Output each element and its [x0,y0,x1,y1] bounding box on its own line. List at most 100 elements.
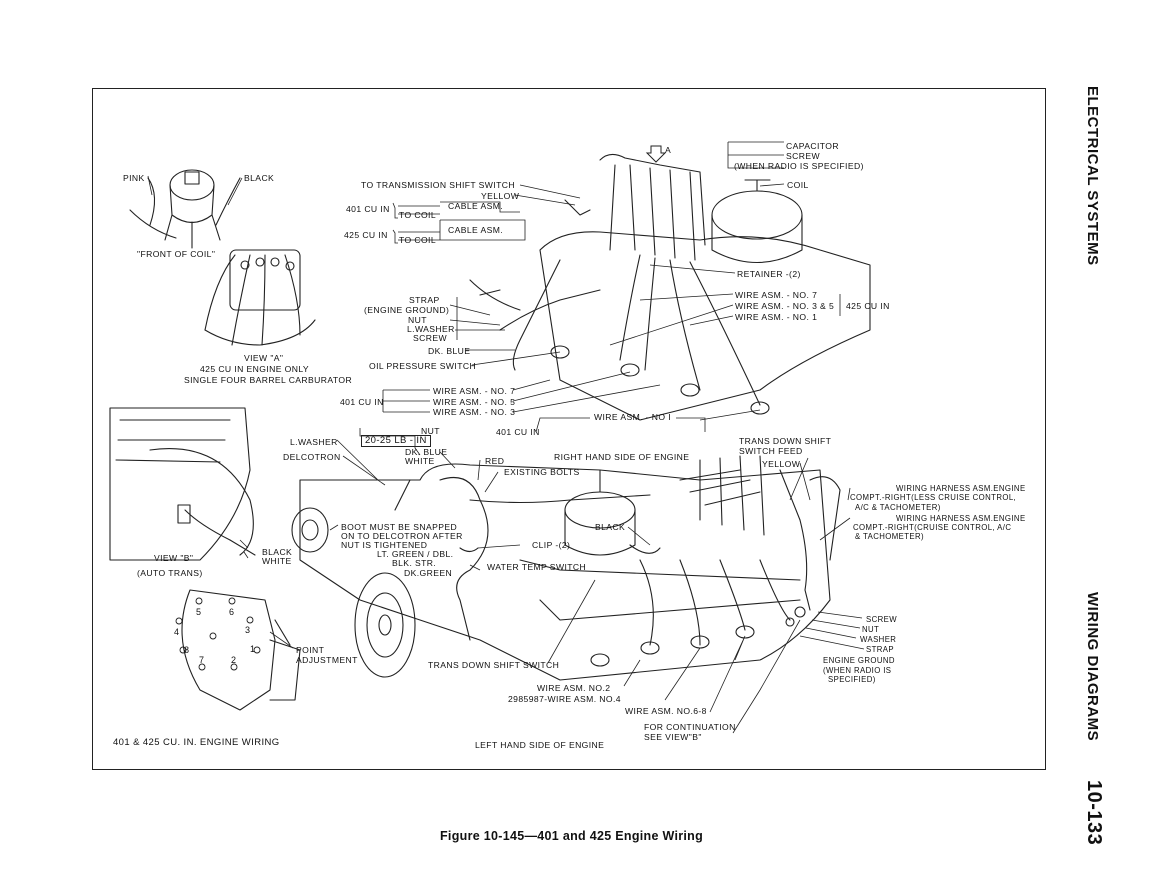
left-hand-side-label: LEFT HAND SIDE OF ENGINE [475,740,605,750]
continuation-1-label: FOR CONTINUATION [644,722,736,732]
dk-blue-2-label: DK. BLUE [405,447,448,457]
capacitor-label: CAPACITOR [786,141,839,151]
cu425-coil-label: 425 CU IN [344,230,388,240]
white-label: WHITE [405,456,435,466]
l-washer-label: L.WASHER [290,437,338,447]
strap-gnd-label: STRAP [866,645,894,654]
coil-label: COIL [787,180,809,190]
pin-7-label: 7 [199,655,205,665]
harness-2c-label: & TACHOMETER) [855,532,925,541]
wire-no7-425-label: WIRE ASM. - NO. 7 [735,290,818,300]
strap-nut-label: NUT [408,315,427,325]
torque-spec-label: 20-25 LB - IN [361,435,431,447]
strap-washer-label: L.WASHER [407,324,455,334]
wire-no1-401-label: WIRE ASM. - NO I [594,412,672,422]
pin-2-label: 2 [231,655,237,665]
strap-label: STRAP [409,295,440,305]
wire-no7-401-label: WIRE ASM. - NO. 7 [433,386,516,396]
trans-down-shift-switch-label: TRANS DOWN SHIFT SWITCH [428,660,560,670]
white-vb-label: WHITE [262,556,292,566]
trans-shift-switch-label: TO TRANSMISSION SHIFT SWITCH [361,180,515,190]
dk-green-label: DK.GREEN [404,568,453,578]
pin-3-label: 3 [245,625,251,635]
pin-1-label: 1 [250,644,256,654]
wire-no1-425-label: WIRE ASM. - NO. 1 [735,312,818,322]
front-of-coil-label: "FRONT OF COIL" [137,249,216,259]
harness-2b-label: COMPT.-RIGHT(CRUISE CONTROL, A/C [853,523,1012,532]
when-radio-label: (WHEN RADIO IS SPECIFIED) [734,161,864,171]
figure-caption: Figure 10-145—401 and 425 Engine Wiring [440,829,704,843]
nut-gnd-label: NUT [862,625,880,634]
point-adj-2-label: ADJUSTMENT [296,655,358,665]
yellow-top-label: YELLOW [481,191,520,201]
existing-bolts-label: EXISTING BOLTS [504,467,580,477]
red-label: RED [485,456,505,466]
oil-pressure-switch-label: OIL PRESSURE SWITCH [369,361,477,371]
pin-6-label: 6 [229,607,235,617]
to-coil-2-label: TO COIL [399,235,437,245]
torque-nut-label: NUT [421,426,440,436]
wire-no35-425-label: WIRE ASM. - NO. 3 & 5 [735,301,835,311]
figure-frame [92,88,1046,770]
harness-1c-label: A/C & TACHOMETER) [855,503,941,512]
carburator-label: SINGLE FOUR BARREL CARBURATOR [184,375,353,385]
point-adj-1-label: POINT [296,645,325,655]
pin-5-label: 5 [196,607,202,617]
distributor-pin-circles [175,597,261,671]
pin-8-label: 8 [184,645,190,655]
cu425-wires-label: 425 CU IN [846,301,890,311]
chapter-title: WIRING DIAGRAMS [1084,592,1101,742]
blk-str-label: BLK. STR. [392,558,437,568]
cable-asm-2-label: CABLE ASM. [448,225,504,235]
boot-1-label: BOOT MUST BE SNAPPED [341,522,458,532]
strap-screw-label: SCREW [413,333,447,343]
harness-1a-label: WIRING HARNESS ASM.ENGINE [896,484,1026,493]
page-number: 10-133 [1083,780,1105,846]
water-temp-label: WATER TEMP SWITCH [487,562,587,572]
dk-blue-1-label: DK. BLUE [428,346,471,356]
cu401-wires-label: 401 CU IN [340,397,384,407]
engine-ground-2-label: (WHEN RADIO IS [823,666,892,675]
cable-asm-1-label: CABLE ASM. [448,201,504,211]
view-a-arrow [645,145,667,163]
distributor-drawing [181,589,301,711]
main-engine-drawing [469,153,871,421]
cu401-coil-label: 401 CU IN [346,204,390,214]
boot-2-label: ON TO DELCOTRON AFTER [341,531,463,541]
engine-ground-1-label: ENGINE GROUND [823,656,895,665]
view-a-arrow-label: A [665,145,672,155]
black-vb-label: BLACK [262,547,293,557]
view-a-label: VIEW "A" [244,353,284,363]
trans-feed-2-label: SWITCH FEED [739,446,803,456]
washer-gnd-label: WASHER [860,635,897,644]
delcotron-label: DELCOTRON [283,452,341,462]
capacitor-screw-label: SCREW [786,151,820,161]
wire-no68-label: WIRE ASM. NO.6-8 [625,706,707,716]
section-title: ELECTRICAL SYSTEMS [1084,86,1101,266]
view-a-drawing [204,249,316,346]
wire-no2-label: WIRE ASM. NO.2 [537,683,611,693]
lt-green-label: LT. GREEN / DBL. [377,549,454,559]
trans-feed-1-label: TRANS DOWN SHIFT [739,436,832,446]
engine-ground-3-label: SPECIFIED) [828,675,876,684]
wire-no5-401-label: WIRE ASM. - NO. 5 [433,397,516,407]
cu401-no1-label: 401 CU IN [496,427,540,437]
black-wire-label: BLACK [244,173,275,183]
black-mid-label: BLACK [595,522,626,532]
pink-wire-label: PINK [123,173,145,183]
pin-4-label: 4 [174,627,180,637]
yellow-feed-label: YELLOW [762,459,801,469]
coil-detail-drawing [129,169,241,249]
to-coil-1-label: TO COIL [399,210,437,220]
harness-2a-label: WIRING HARNESS ASM.ENGINE [896,514,1026,523]
continuation-2-label: SEE VIEW"B" [644,732,702,742]
retainer-label: RETAINER -(2) [737,269,801,279]
wire-no4-label: 2985987-WIRE ASM. NO.4 [508,694,621,704]
engine-wiring-title: 401 & 425 CU. IN. ENGINE WIRING [113,737,280,748]
auto-trans-label: (AUTO TRANS) [137,568,203,578]
engine-ground-label: (ENGINE GROUND) [364,305,450,315]
engine-only-label: 425 CU IN ENGINE ONLY [200,364,310,374]
wire-no3-401-label: WIRE ASM. - NO. 3 [433,407,516,417]
view-b-label: VIEW "B" [154,553,194,563]
